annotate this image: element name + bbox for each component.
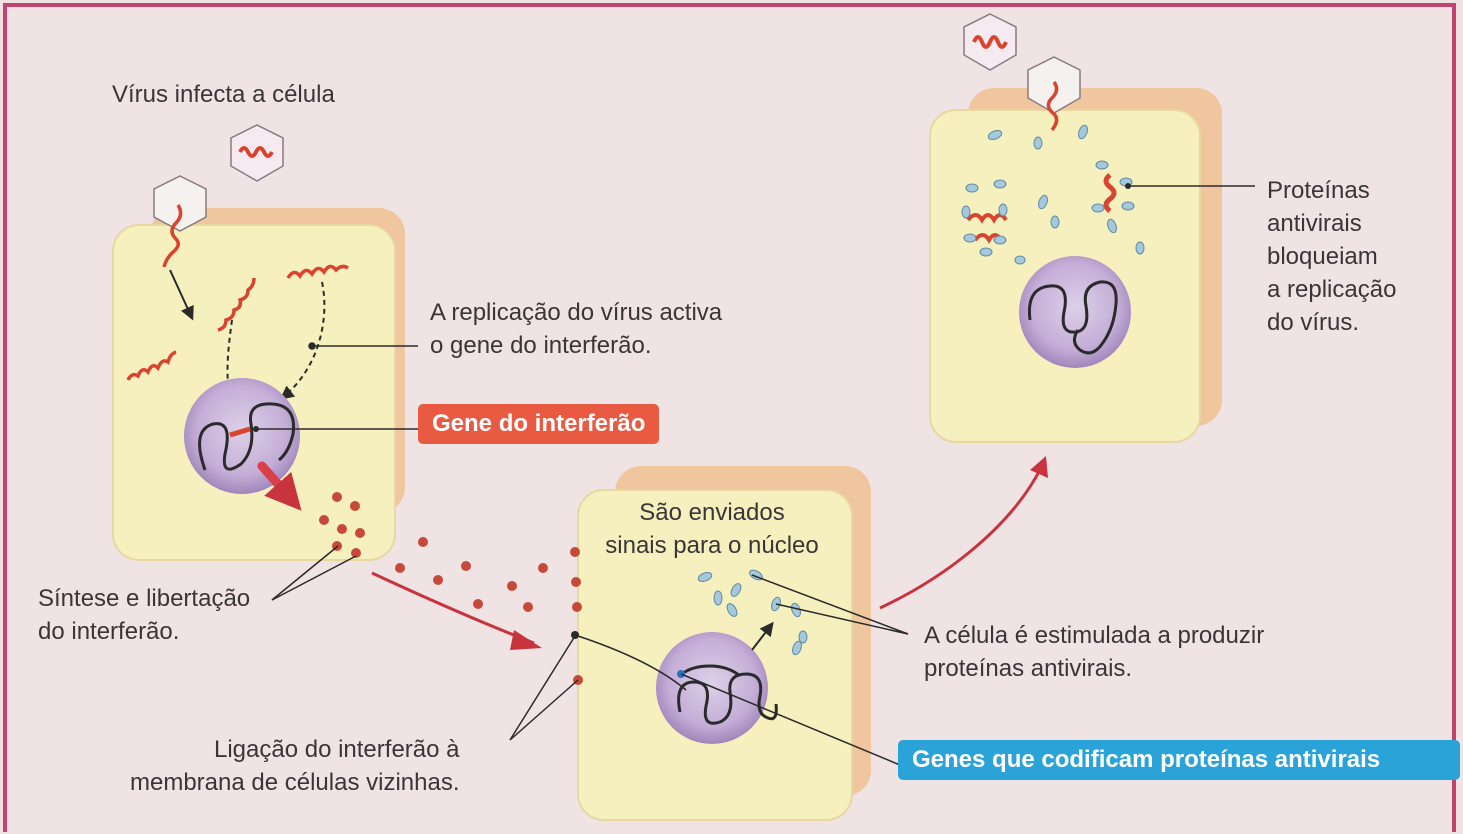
stimulated-label-line-1: A célula é estimulada a produzir [924, 622, 1265, 649]
protected-cell-nucleus [1019, 256, 1131, 368]
interferon-gene-badge: Gene do interferão [418, 404, 660, 444]
replication-label-line-1: A replicação do vírus activa [430, 299, 723, 326]
synthesis-label-line-2: do interferão. [38, 618, 180, 645]
virus-docked [153, 175, 207, 268]
stimulated-label: A célula é estimulada a produzir proteín… [924, 619, 1264, 685]
signals-label-line-2: sinais para o núcleo [605, 532, 819, 559]
stimulated-label-line-2: proteínas antivirais. [924, 655, 1133, 682]
virus-particle [230, 124, 284, 182]
proteins-block-line-1: Proteínas [1267, 177, 1370, 204]
proteins-block-line-5: do vírus. [1267, 309, 1360, 336]
infected-cell-nucleus [184, 378, 300, 494]
signals-label-line-1: São enviados [639, 499, 785, 526]
interferon-export-arrow [257, 461, 302, 511]
replication-label-line-2: o gene do interferão. [430, 332, 652, 359]
signals-label: São enviados sinais para o núcleo [590, 496, 834, 562]
viral-rna-strands [126, 264, 349, 381]
synthesis-label-line-1: Síntese e libertação [38, 585, 251, 612]
infected-cell [112, 124, 405, 561]
binding-label-line-2: membrana de células vizinhas. [130, 769, 460, 796]
page-frame [3, 3, 1456, 832]
binding-label: Ligação do interferão à membrana de célu… [130, 733, 460, 799]
progress-arrow-head [1030, 456, 1048, 478]
neighbour-cell [570, 466, 871, 821]
progress-arrow-line [879, 465, 1044, 610]
proteins-block-label: Proteínas antivirais bloqueiam a replica… [1267, 174, 1396, 339]
signal-line [577, 635, 687, 691]
synthesis-label: Síntese e libertação do interferão. [38, 582, 250, 648]
binding-label-line-1: Ligação do interferão à [213, 736, 460, 763]
callout-lines [256, 342, 909, 766]
virus-infects-label: Vírus infecta a célula [112, 81, 335, 108]
virus-docked-top [1027, 56, 1081, 132]
proteins-block-line-3: bloqueiam [1267, 243, 1378, 270]
replication-label: A replicação do vírus activa o gene do i… [430, 296, 722, 362]
travel-arrow-head [510, 630, 542, 650]
antiviral-proteins [697, 569, 808, 656]
antiviral-genes-badge: Genes que codificam proteínas antivirais [898, 740, 1460, 780]
interferon-dots-travelling [395, 537, 548, 612]
protected-cell [929, 13, 1255, 443]
proteins-block-line-2: antivirais [1267, 210, 1362, 237]
proteins-block-line-4: a replicação [1267, 276, 1397, 303]
protein-production-arrow [751, 621, 774, 651]
virus-particle-top [963, 13, 1017, 71]
blocked-rna-right [1103, 173, 1117, 213]
infection-arrows [169, 269, 326, 431]
receptor-point [571, 631, 579, 639]
